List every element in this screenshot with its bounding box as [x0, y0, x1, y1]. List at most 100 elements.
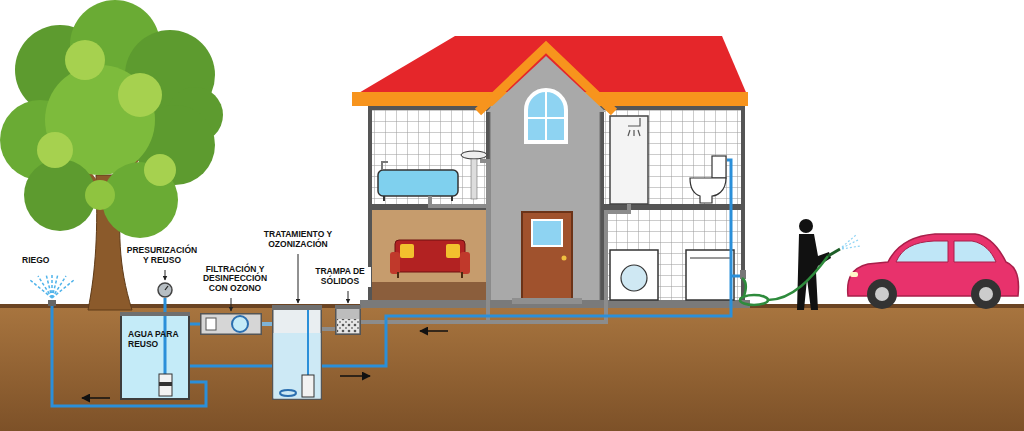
hose-coil: [740, 295, 768, 305]
sofa: [395, 240, 465, 272]
laundry-tiles: [604, 210, 741, 302]
bathroom-tiles: [372, 110, 486, 204]
leader-line: [298, 254, 299, 303]
gauge-dial: [158, 283, 172, 297]
flow-arrow: [340, 375, 370, 377]
reuse-water-pipe: [190, 160, 731, 366]
car-headlight: [850, 272, 858, 277]
pressure-gauge-outline: [157, 282, 173, 298]
pump: [159, 374, 172, 396]
door-window: [532, 220, 562, 246]
water-spray: [30, 273, 74, 298]
pump-band: [159, 382, 172, 386]
tank-lid: [272, 305, 322, 310]
component-label: TRAMPA DE SÓLIDOS: [309, 267, 371, 287]
solids-trap-outline: [335, 305, 361, 335]
window-bars: [526, 92, 566, 142]
person-head: [799, 219, 813, 233]
component-label: PRESURIZACIÓN Y REUSO: [125, 246, 199, 266]
reuse-tank-outline: [120, 312, 190, 400]
house-wall: [368, 106, 490, 306]
sprinkler-head: [48, 300, 56, 306]
house: [352, 36, 750, 308]
bathroom-tiles: [604, 110, 741, 204]
sprinkler: [30, 273, 74, 306]
washing-machine: [610, 250, 658, 300]
car-hub: [875, 287, 889, 301]
washer-door: [621, 265, 647, 291]
ozone-pump: [232, 316, 248, 332]
faucet: [382, 162, 388, 170]
ozone-filter: FILTRACIÓN Y DESINFECCIÓN CON OZONO: [200, 313, 262, 335]
trap-gravel: [337, 319, 359, 333]
car-window: [896, 241, 948, 262]
greywater-pipe: [486, 206, 490, 322]
car-wheel: [971, 279, 1001, 309]
bathtub: [378, 170, 458, 196]
treated-water-pipe: [262, 322, 272, 326]
tank-label: AGUA PARA REUSO: [128, 330, 182, 350]
tree: [0, 0, 223, 310]
door: [522, 212, 572, 302]
dryer: [686, 250, 734, 300]
gauge-needle: [165, 286, 168, 290]
tree-highlight: [37, 132, 73, 168]
car: [848, 234, 1019, 309]
tree-highlight: [85, 180, 115, 210]
soil: [0, 306, 1024, 431]
irrigation-label: RIEGO: [22, 256, 49, 266]
toilet-bowl: [690, 178, 726, 203]
riser-pipe: [164, 316, 167, 374]
sink: [461, 151, 487, 159]
tree-highlight: [65, 40, 105, 80]
living-room-floor: [372, 282, 486, 302]
shower: [610, 116, 648, 204]
treatment-tank: TRATAMIENTO Y OZONIZACIÓN: [272, 305, 322, 400]
tank-body: [273, 306, 322, 400]
ozone-diffuser: [280, 390, 296, 396]
leader-line: [165, 270, 166, 280]
filter-housing: [201, 314, 262, 335]
door-step: [512, 298, 582, 304]
door-knob: [562, 256, 567, 261]
label-layer: RIEGO: [0, 0, 1024, 10]
tank-lid: [120, 312, 190, 316]
toilet-tank: [712, 156, 726, 178]
solids-trap: TRAMPA DE SÓLIDOS: [335, 305, 361, 335]
tree-highlight: [118, 73, 162, 117]
tank-body: [121, 313, 189, 399]
trap-lid: [335, 305, 361, 309]
leader-line: [348, 291, 349, 303]
flow-arrow: [420, 330, 448, 332]
reuse-water-pipe: [190, 322, 200, 325]
hose: [742, 278, 746, 296]
tank-water: [274, 333, 321, 399]
sofa-legs: [398, 272, 462, 278]
sofa-arm: [460, 252, 470, 274]
shower-head: [628, 118, 640, 136]
dryer-panel: [690, 258, 730, 259]
greywater-pipe: [361, 204, 629, 322]
pump: [302, 375, 314, 397]
cushion: [446, 244, 460, 258]
cushion: [400, 244, 414, 258]
car-window: [954, 241, 996, 262]
car-wheel: [867, 279, 897, 309]
greywater-pipe: [430, 161, 488, 206]
sofa-arm: [390, 252, 400, 274]
irrigation-pipe: [52, 306, 206, 406]
filter-cartridge: [206, 318, 216, 330]
flow-arrow: [82, 397, 110, 399]
pressure-gauge: PRESURIZACIÓN Y REUSO: [157, 282, 173, 298]
pressure-pipe: [164, 298, 167, 312]
ozone-filter-outline: [200, 313, 262, 335]
arched-window: [526, 90, 566, 142]
component-label: TRATAMIENTO Y OZONIZACIÓN: [258, 230, 338, 250]
hose: [768, 256, 828, 300]
sink-pedestal: [471, 159, 477, 199]
hose-nozzle: [828, 249, 840, 256]
living-room-wall: [372, 210, 486, 302]
component-label: FILTRACIÓN Y DESINFECCIÓN CON OZONO: [199, 265, 271, 294]
ozone-line: [307, 310, 309, 375]
